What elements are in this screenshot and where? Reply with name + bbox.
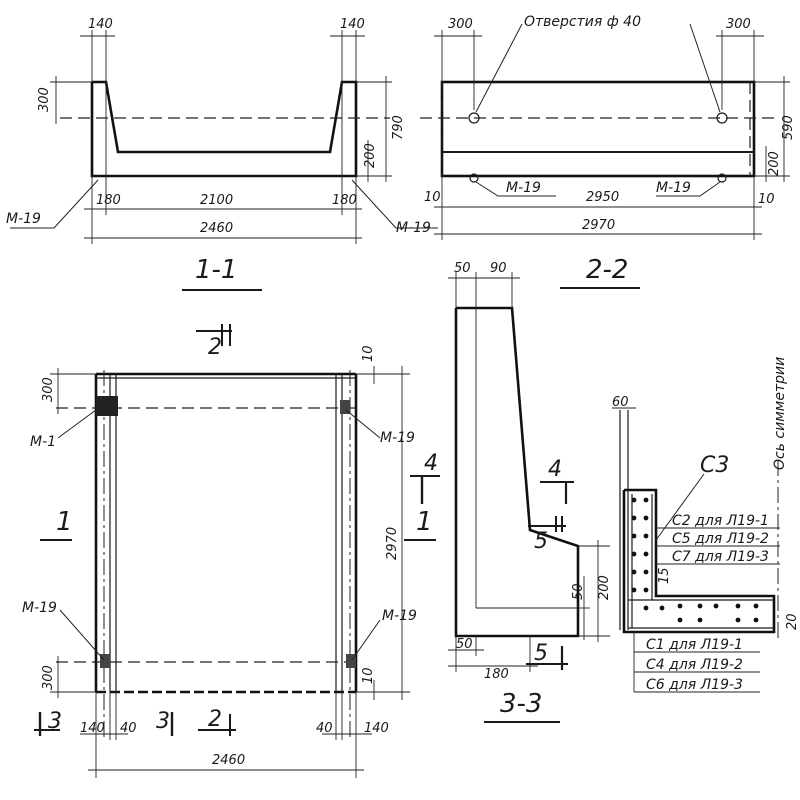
section-1-1-view: 140 140 300 790 200 180 2100 180 2460 М-… [6,17,438,291]
section-mark-2-bottom: 2 [208,707,222,732]
dim-total: 2460 [200,221,233,236]
dim-left-140: 140 [80,721,105,736]
section-2-2-view: Отверстия ф 40 300 300 590 200 10 2950 1… [420,14,796,289]
upper-table-row-2: С5 для Л19-2 [672,531,769,547]
lower-table-row-1: С1 для Л19-1 [646,637,743,653]
dim-right-offset: 300 [726,17,751,32]
dim-height-left: 300 [37,87,52,112]
dim-right-bottom: 180 [332,193,357,208]
dim-height-bottom: 200 [767,151,782,176]
dim-span-2: 2950 [586,190,619,205]
upper-table-row-1: С2 для Л19-1 [672,513,769,529]
dim-3-3-bottom-180: 180 [484,667,509,682]
dim-3-3-top-90: 90 [490,261,507,276]
label-m19-right: М-19 [396,220,431,236]
axis-of-symmetry-label: Ось симметрии [772,357,788,470]
section-3-3-title: 3-3 [500,689,542,719]
label-m19-top-right: М-19 [380,430,415,446]
lower-table-row-2: С4 для Л19-2 [646,657,743,673]
hole-right [716,112,728,124]
dim-plan-height: 2970 [385,527,400,560]
lower-table-row-3: С6 для Л19-3 [646,677,743,693]
dim-bottom-small: 10 [361,667,376,684]
dim-plan-width: 2460 [212,753,245,768]
section-mark-1-right: 1 [416,507,433,537]
dim-3-3-h50: 50 [571,583,586,600]
section-2-2-title: 2-2 [586,255,628,285]
dim-total-2: 2970 [582,218,615,233]
dim-bottom-height: 200 [363,143,378,168]
dim-top-right: 140 [340,17,365,32]
section-mark-4: 4 [424,451,438,476]
dim-3-3-h200: 200 [597,575,612,600]
section-1-1-title: 1-1 [195,255,237,285]
dim-span: 2100 [200,193,233,208]
dim-3-3-top-50: 50 [454,261,471,276]
dim-height-top: 590 [781,115,796,140]
label-m19-bottom-right: М-19 [382,608,417,624]
dim-right-small: 10 [758,192,775,207]
dim-bottom-band: 300 [41,665,56,690]
dim-height-right: 790 [391,115,406,140]
dim-left-40: 40 [120,721,137,736]
label-m1: М-1 [30,434,56,450]
label-m19-left: М-19 [6,211,41,227]
dim-side-15: 15 [657,567,672,584]
dim-3-3-bottom-50: 50 [456,637,473,652]
dim-left-bottom: 180 [96,193,121,208]
dim-right-40: 40 [316,721,333,736]
label-m19-bottom-left: М-19 [22,600,57,616]
hole-left [468,112,480,124]
section-mark-2-top: 2 [208,335,222,360]
section-mark-1-left: 1 [56,507,73,537]
dim-bottom-20: 20 [785,613,800,630]
dim-top-small: 10 [361,345,376,362]
reinforcement-detail: Ось симметрии 60 С3 15 20 С2 д [612,357,800,693]
mark-3-3-4: 4 [548,457,562,482]
section-mark-3-left: 3 [48,709,62,734]
label-m19-left-2: М-19 [506,180,541,196]
mark-3-3-5-bottom: 5 [534,641,548,666]
section-mark-3-mid: 3 [156,709,170,734]
dim-top-60: 60 [612,395,629,410]
dim-top-band: 300 [41,377,56,402]
dim-top-left: 140 [88,17,113,32]
section-3-3-view: 50 90 50 180 200 50 4 5 5 3-3 [448,261,612,723]
note-holes: Отверстия ф 40 [524,14,641,30]
dim-left-small: 10 [424,190,441,205]
plan-view: 2 1 1 4 3 3 2 10 2970 10 300 300 М- [22,324,440,778]
m1-insert-mark [96,396,118,416]
dim-right-140: 140 [364,721,389,736]
dim-left-offset: 300 [448,17,473,32]
upper-table-row-3: С7 для Л19-3 [672,549,769,565]
label-c3: С3 [700,453,729,478]
label-m19-right-2: М-19 [656,180,691,196]
mark-3-3-5-top: 5 [534,529,548,554]
